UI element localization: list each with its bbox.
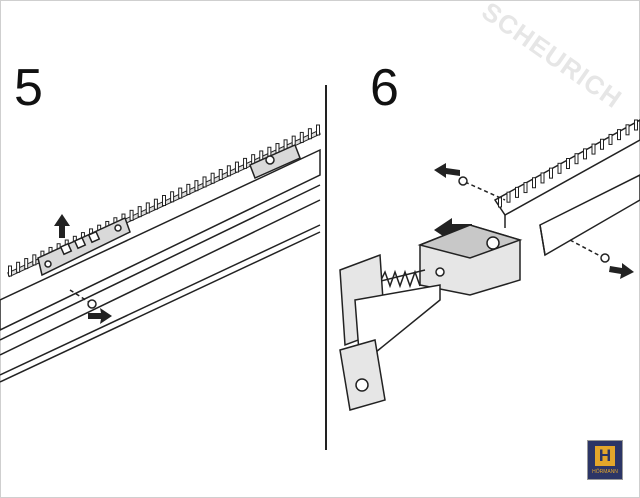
step-number-5: 5 — [14, 59, 43, 117]
chain-link — [153, 198, 158, 210]
chain-link — [137, 206, 142, 218]
rail-step5 — [0, 148, 321, 383]
chain-link — [186, 183, 191, 195]
chain-link — [549, 167, 553, 179]
chain-link — [532, 177, 536, 189]
step-number-6: 6 — [370, 59, 399, 117]
screw-lower — [569, 239, 610, 263]
screw-upper — [458, 176, 506, 201]
chain-link — [307, 128, 312, 140]
chain-link — [194, 180, 199, 192]
chain-link — [145, 202, 150, 214]
chain-link — [218, 169, 223, 181]
chain-carriage-right — [249, 143, 301, 180]
chain-link — [523, 182, 528, 194]
chain-link — [299, 131, 304, 143]
chain-link — [8, 265, 12, 277]
arrow-up-icon — [54, 214, 70, 238]
chain-link — [600, 138, 604, 150]
chain-link — [574, 153, 579, 165]
chain-link — [16, 261, 21, 273]
chain-link — [540, 172, 545, 184]
panel-divider — [325, 85, 327, 450]
arrow-right-icon — [88, 308, 112, 324]
rail-lower-step6 — [539, 174, 640, 257]
chain-carriage-left — [37, 216, 131, 277]
chain-link — [32, 254, 37, 266]
carriage-block — [417, 224, 523, 296]
brand-logo: H HÖRMANN — [587, 440, 623, 480]
chain-link — [316, 124, 320, 136]
screw-step5 — [69, 289, 97, 309]
chain-link — [129, 209, 134, 221]
arrow-left-icon — [434, 163, 460, 178]
chain-link — [178, 187, 183, 199]
logo-text: HÖRMANN — [592, 469, 618, 475]
arrow-down-right-icon — [609, 263, 634, 279]
chain-link — [515, 186, 519, 198]
chain-link — [24, 258, 29, 270]
chain-link — [243, 157, 248, 169]
chain-link — [608, 133, 613, 145]
chain-link — [566, 158, 570, 169]
chain-link — [506, 191, 511, 203]
chain-link — [234, 161, 239, 173]
chain-link — [226, 165, 231, 177]
chain-link — [170, 191, 175, 203]
chain-link — [162, 195, 166, 206]
chain-link — [591, 143, 596, 155]
chain-link — [202, 176, 207, 188]
logo-letter: H — [595, 446, 615, 466]
chain-links-step6 — [498, 119, 638, 208]
chain-link — [617, 129, 621, 141]
chain-link — [210, 172, 215, 184]
chain-link — [557, 162, 562, 174]
mounting-bracket — [339, 253, 441, 411]
chain-link — [625, 124, 630, 136]
chain-link — [634, 119, 638, 131]
chain-link — [583, 148, 587, 160]
